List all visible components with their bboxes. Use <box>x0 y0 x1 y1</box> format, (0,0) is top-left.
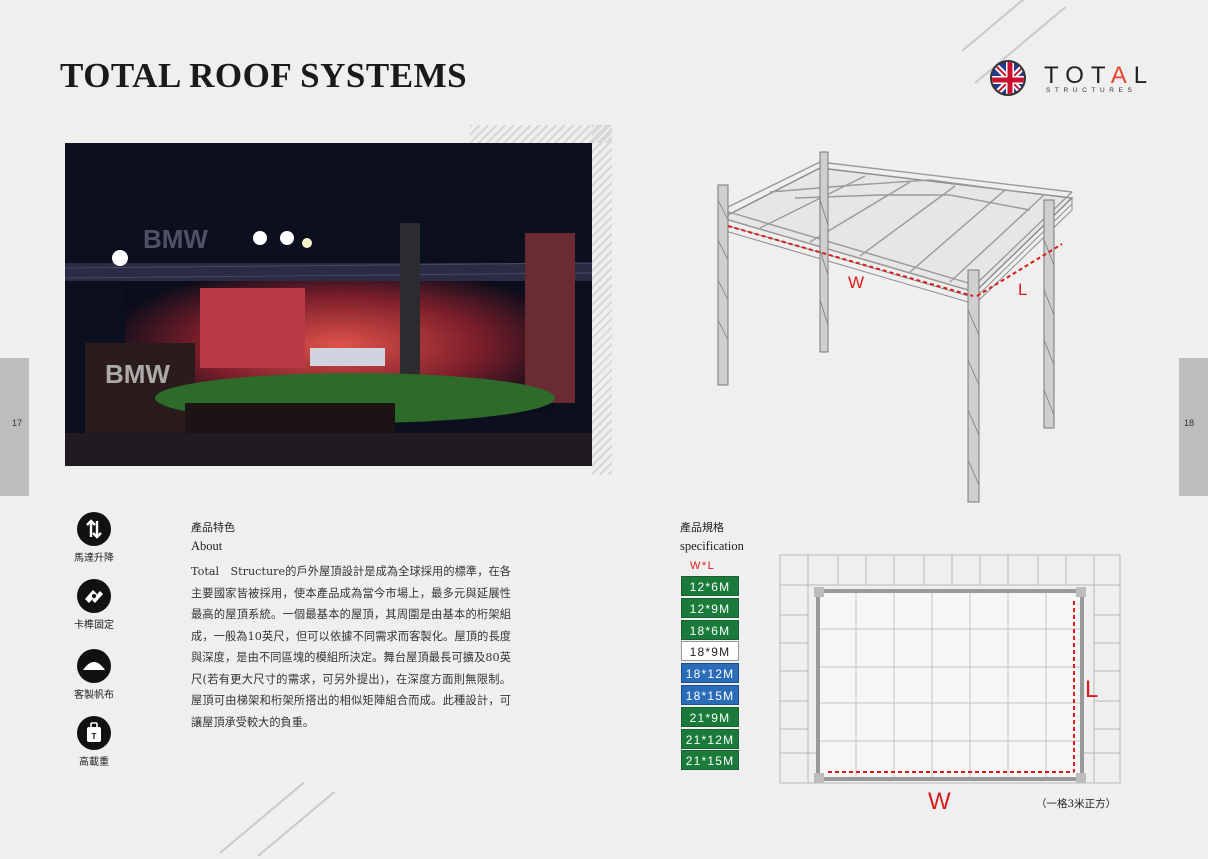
floor-plan-grid <box>776 553 1124 793</box>
logo-subtitle: STRUCTURES <box>1046 87 1137 94</box>
union-flag-icon <box>990 60 1026 96</box>
canopy-icon <box>77 649 111 683</box>
about-heading-zh: 產品特色 <box>191 521 235 534</box>
decorative-line <box>219 781 305 854</box>
spec-item: 12*9M <box>681 597 739 618</box>
plan-width-label: W <box>928 788 951 815</box>
hatch-decoration <box>470 125 612 143</box>
spec-item: 18*6M <box>681 619 739 640</box>
feature-label: 客製帆布 <box>74 690 114 701</box>
page-number-right: 18 <box>1184 418 1195 428</box>
page-number-left: 17 <box>12 418 23 428</box>
spec-item: 12*6M <box>681 576 739 596</box>
page-tab-left <box>0 358 29 496</box>
weight-icon: T <box>77 716 111 750</box>
spec-item: 18*9M <box>681 641 739 662</box>
spec-item: 18*12M <box>681 663 739 684</box>
about-body: Total Structure的戶外屋頂設計是成為全球採用的標準，在各主要國家皆… <box>191 565 511 729</box>
spec-item: 21*9M <box>681 706 739 727</box>
length-label: L <box>1018 280 1027 299</box>
about-heading-en: About <box>191 539 223 553</box>
width-label: W <box>848 273 864 292</box>
updown-arrows-icon <box>77 512 111 546</box>
decorative-line <box>961 0 1040 52</box>
grid-note: （一格3米正方） <box>1036 798 1117 810</box>
clamp-icon <box>77 579 111 613</box>
feature-custom-canopy: 客製帆布 <box>62 649 126 701</box>
page-tab-right <box>1179 358 1208 496</box>
logo-wordmark: TOTAL <box>1044 62 1155 89</box>
plan-length-label: L <box>1085 676 1099 703</box>
decorative-line <box>257 790 336 857</box>
spec-wl-label: W*L <box>690 560 716 572</box>
spec-item: 21*12M <box>681 728 739 749</box>
roof-structure-diagram: W L <box>700 140 1100 512</box>
spec-heading-en: specification <box>680 539 744 553</box>
feature-label: 高載重 <box>79 757 109 768</box>
svg-text:BMW: BMW <box>105 359 170 389</box>
feature-clamp: 卡榫固定 <box>62 579 126 631</box>
svg-text:BMW: BMW <box>143 224 208 254</box>
feature-label: 馬達升降 <box>74 553 114 564</box>
feature-motor-lift: 馬達升降 <box>62 512 126 564</box>
spec-item: 21*15M <box>681 750 739 771</box>
page-title: TOTAL ROOF SYSTEMS <box>60 56 468 95</box>
spec-list: 12*6M 12*9M 18*6M 18*9M 18*12M 18*15M 21… <box>681 576 739 772</box>
weight-icon-glyph: T <box>92 732 97 741</box>
spec-heading-zh: 產品規格 <box>680 521 724 534</box>
event-photo: BMW BMW <box>65 143 592 466</box>
spec-item: 18*15M <box>681 684 739 705</box>
brand-logo: TOTAL STRUCTURES <box>990 60 1147 100</box>
feature-high-load: T 高載重 <box>62 716 126 768</box>
feature-label: 卡榫固定 <box>74 620 114 631</box>
hatch-decoration <box>592 125 612 475</box>
